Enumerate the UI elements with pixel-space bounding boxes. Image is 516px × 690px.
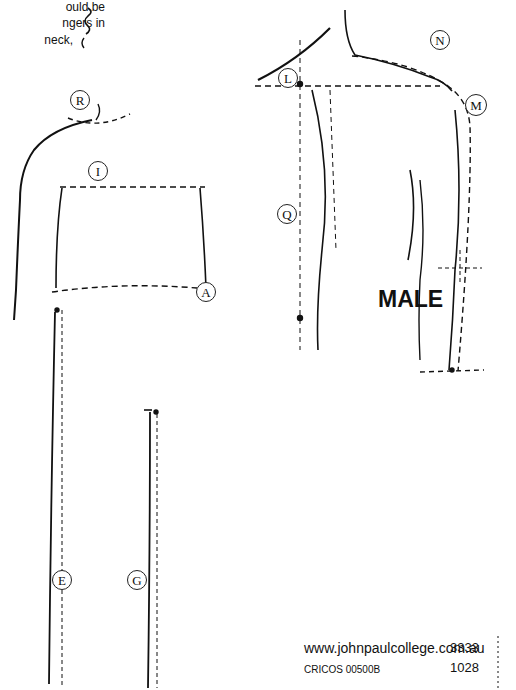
callout-circle: G xyxy=(127,570,147,590)
label-text: CRICOS 00500B xyxy=(304,664,380,676)
callout-circle: M xyxy=(465,94,487,116)
callout-letter: R xyxy=(76,94,85,107)
callout-letter: N xyxy=(435,34,444,47)
label-text: MALE xyxy=(378,286,443,314)
callout-letter: A xyxy=(201,286,210,299)
callout-circle: E xyxy=(52,570,72,590)
label-text: ngers in xyxy=(62,16,105,30)
callout-letter: L xyxy=(284,72,292,85)
callout-circle: A xyxy=(196,282,216,302)
callout-letter: G xyxy=(132,574,141,587)
callout-letter: M xyxy=(470,99,482,112)
callout-circle: Q xyxy=(277,204,297,224)
callout-letter: I xyxy=(96,165,100,178)
callout-circle: R xyxy=(70,90,90,110)
label-text: ould be xyxy=(66,0,105,14)
label-text: 1028 xyxy=(450,660,479,676)
callout-letter: E xyxy=(58,574,66,587)
callout-circle: L xyxy=(278,68,298,88)
callout-circle: N xyxy=(430,30,450,50)
label-text: neck, xyxy=(44,33,73,47)
callout-letter: Q xyxy=(282,208,291,221)
callout-circle: I xyxy=(88,161,108,181)
label-text: www.johnpaulcollege.com.au xyxy=(304,640,485,657)
